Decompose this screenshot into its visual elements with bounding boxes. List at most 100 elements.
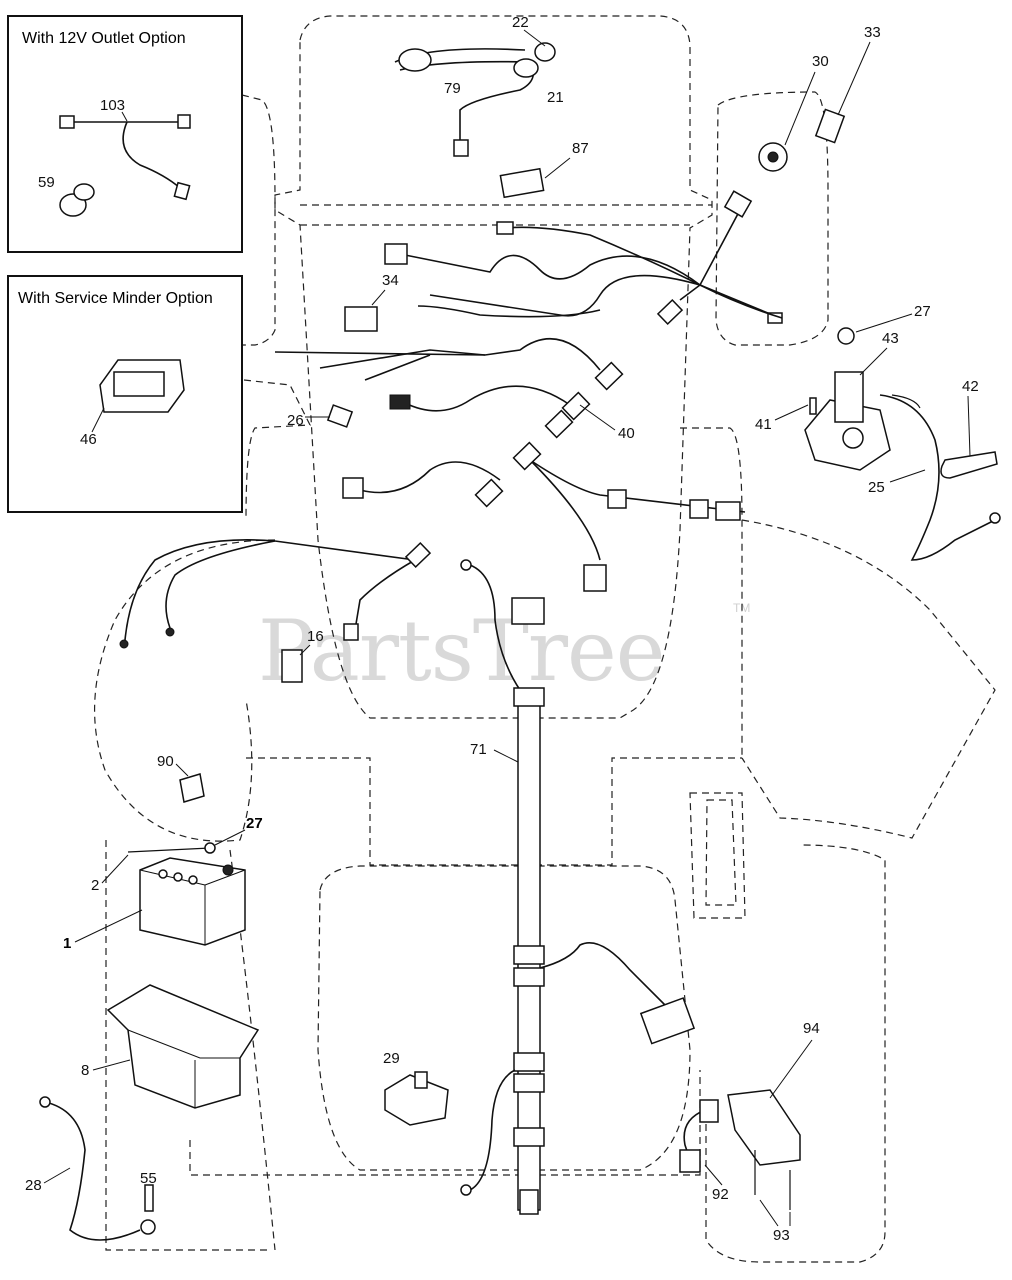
leader-43 [859, 347, 888, 376]
plug-87-icon [496, 221, 514, 235]
harness-branch-c [274, 337, 601, 371]
left-bracket-outline [241, 94, 276, 346]
main-harness-40: 40 [119, 190, 783, 649]
callout-28: 28 [25, 1177, 42, 1194]
callout-93: 93 [773, 1227, 790, 1244]
part-1-battery: 2 27 1 [63, 815, 263, 952]
plug-92b-icon [699, 1099, 719, 1123]
callout-46: 46 [80, 431, 97, 448]
battery-ring-a-icon [119, 639, 129, 649]
leader-90 [175, 763, 189, 777]
seat-switch-29-icon [384, 1074, 449, 1126]
callout-29: 29 [383, 1050, 400, 1067]
battery-tray-8-icon [106, 984, 260, 1109]
lower-right-outline [705, 844, 886, 1263]
harness-branch-d [319, 349, 486, 369]
harness-branch-f [404, 385, 571, 412]
ground-cable-28-ring-b [140, 1219, 156, 1235]
callout-87: 87 [572, 140, 589, 157]
harness-71-clamp-3 [513, 1052, 545, 1072]
leader-27b [214, 829, 246, 846]
part-28-cable: 28 55 [25, 1096, 157, 1241]
headlight-left-icon [398, 48, 432, 72]
outlet-connector-left [59, 115, 75, 129]
screw-55-icon [144, 1184, 154, 1212]
part-87-switch: 87 [499, 140, 589, 199]
headlight-right-icon [513, 58, 539, 78]
leader-8 [92, 1059, 131, 1071]
harness-clamp-5 [561, 391, 591, 421]
harness-branch-g [359, 461, 501, 494]
callout-55: 55 [140, 1170, 157, 1187]
battery-area-outline [94, 539, 276, 842]
callout-42: 42 [962, 378, 979, 395]
harness-71-branch-left [469, 1069, 516, 1191]
screw-41-icon [809, 397, 817, 415]
plug-i-icon [583, 564, 607, 592]
leader-93a [759, 1199, 779, 1227]
right-fender-outline [741, 519, 996, 839]
inset-minder-title: With Service Minder Option [18, 290, 213, 307]
inset-12v-frame [7, 15, 243, 253]
harness-branch-b [417, 305, 601, 318]
harness-clamp-6 [594, 361, 624, 391]
harness-clamp-4 [544, 409, 574, 439]
callout-30: 30 [812, 53, 829, 70]
leader-2 [101, 854, 129, 884]
leader-16 [299, 644, 311, 656]
battery-top-edge-2 [204, 869, 246, 886]
switch-94-icon [727, 1089, 801, 1166]
harness-71-clamp-2 [513, 967, 545, 987]
leader-94 [769, 1039, 813, 1099]
callout-90: 90 [157, 753, 174, 770]
part-34-switch: 34 [344, 272, 399, 332]
part-94-switch: 94 92 93 [679, 1020, 820, 1244]
leader-40 [579, 404, 616, 431]
ignition-core-icon [767, 151, 779, 163]
plug-16-icon [343, 623, 359, 641]
solenoid-43-icon [834, 371, 864, 423]
callout-33: 33 [864, 24, 881, 41]
cable-25-ring-icon [989, 512, 1001, 524]
right-side-wire [699, 284, 783, 319]
harness-clamp-2 [474, 478, 504, 508]
leader-34 [371, 289, 386, 306]
battery-cap-3 [188, 875, 198, 885]
seat-switch-connector-icon [639, 997, 696, 1045]
ground-cable-28-ring-a [39, 1096, 51, 1108]
switch-16-icon [281, 649, 303, 683]
inset-12v-title: With 12V Outlet Option [22, 30, 186, 47]
leader-87 [544, 157, 571, 179]
ignition-connector-icon [723, 190, 753, 218]
nut-27b-icon [204, 842, 216, 854]
right-panel-outline [715, 91, 829, 346]
leader-71 [493, 749, 519, 763]
leader-27a [855, 313, 913, 333]
plug-34-icon [384, 243, 408, 265]
leader-33 [837, 41, 871, 116]
leader-28 [43, 1167, 71, 1184]
solenoid-hole-icon [842, 427, 864, 449]
callout-34: 34 [382, 272, 399, 289]
callout-21: 21 [547, 89, 564, 106]
part-26: 26 [287, 404, 354, 429]
harness-to-battery [274, 540, 416, 561]
headlight-wire [399, 60, 535, 140]
outlet-wire-branch [122, 121, 181, 189]
callout-2: 2 [91, 877, 99, 894]
part-30-ignition: 30 33 [758, 24, 881, 172]
harness-clamp-7 [656, 298, 684, 326]
outlet-connector-right [177, 114, 191, 129]
frame-right-outline [680, 427, 743, 758]
harness-71-clamp-top [513, 687, 545, 707]
battery-terminal-icon [222, 864, 234, 876]
harness-trunk-fill [411, 301, 684, 564]
plug-h1-icon [607, 489, 627, 509]
shift-gate-outline [689, 792, 746, 919]
callout-40: 40 [618, 425, 635, 442]
harness-to-16 [354, 559, 416, 631]
clip-90-icon [179, 773, 205, 803]
battery-cap-2 [173, 872, 183, 882]
callout-1: 1 [63, 935, 71, 952]
leader-42 [967, 395, 971, 457]
